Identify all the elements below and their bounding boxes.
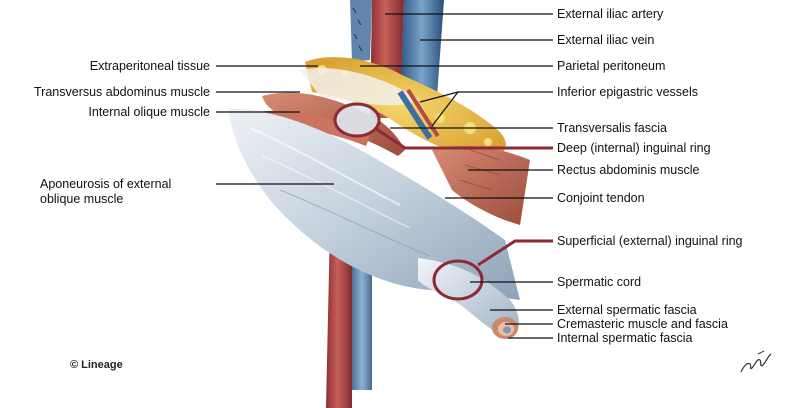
aponeurosis-sheet bbox=[228, 108, 520, 300]
label-transversalis-fascia: Transversalis fascia bbox=[557, 121, 667, 135]
superficial-ring-highlight bbox=[432, 259, 484, 301]
label-rectus-abdominis-muscle: Rectus abdominis muscle bbox=[557, 163, 700, 177]
artist-signature bbox=[740, 350, 772, 373]
leader-lines-right bbox=[360, 13, 553, 339]
label-inferior-epigastric-vessels: Inferior epigastric vessels bbox=[557, 85, 699, 99]
label-parietal-peritoneum: Parietal peritoneum bbox=[557, 59, 666, 73]
leader-lines-left bbox=[216, 65, 334, 185]
label-external-iliac-vein: External iliac vein bbox=[557, 33, 655, 47]
label-cremasteric-muscle-fascia: Cremasteric muscle and fascia bbox=[557, 317, 728, 331]
label-external-spermatic-fascia: External spermatic fascia bbox=[557, 303, 697, 317]
label-internal-olique-muscle: Internal olique muscle bbox=[88, 105, 210, 119]
label-transversus-abdominus-muscle: Transversus abdominus muscle bbox=[34, 85, 210, 99]
label-external-iliac-artery: External iliac artery bbox=[557, 7, 664, 21]
rectus-abdominis-shape bbox=[432, 145, 530, 225]
inferior-epigastric-vessels-shape bbox=[397, 88, 440, 140]
label-conjoint-tendon: Conjoint tendon bbox=[557, 191, 645, 205]
leader-lines-ring bbox=[374, 126, 553, 267]
label-deep-inguinal-ring: Deep (internal) inguinal ring bbox=[557, 141, 711, 155]
lower-vessel bbox=[326, 225, 372, 408]
label-internal-spermatic-fascia: Internal spermatic fascia bbox=[557, 331, 693, 345]
label-superficial-inguinal-ring: Superficial (external) inguinal ring bbox=[557, 234, 743, 248]
label-extraperitoneal-tissue: Extraperitoneal tissue bbox=[89, 59, 210, 73]
label-aponeurosis-external-oblique: Aponeurosis of external oblique muscle bbox=[40, 177, 172, 206]
label-spermatic-cord: Spermatic cord bbox=[557, 275, 642, 289]
copyright-text: © Lineage bbox=[70, 359, 123, 371]
deep-ring-highlight bbox=[333, 102, 381, 138]
